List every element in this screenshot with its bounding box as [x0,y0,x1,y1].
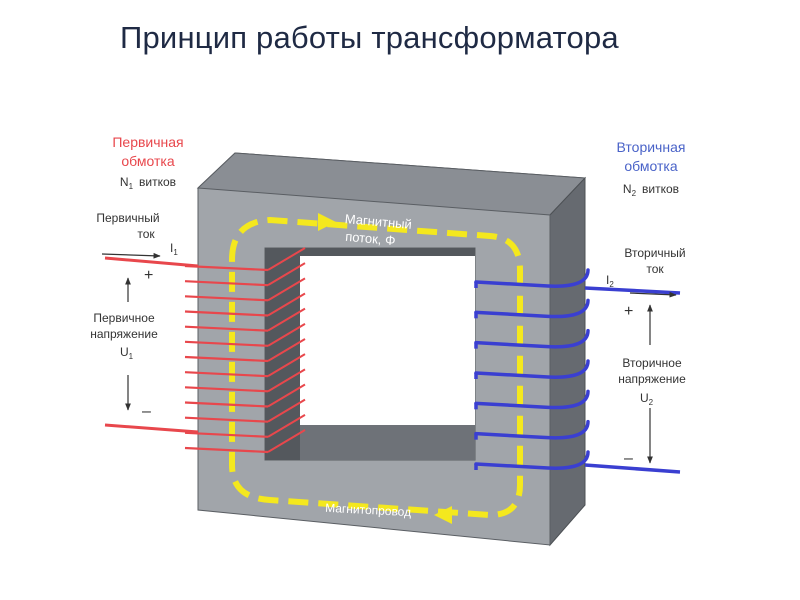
primary-turns-label: N1 витков [120,175,176,191]
primary-turn [184,416,269,423]
secondary-voltage-sym: U [640,391,649,405]
secondary-turn [474,419,590,440]
secondary-turn [474,298,590,319]
secondary-lead-bottom [584,463,681,474]
primary-turn [184,310,269,317]
secondary-current-label-line2: ток [646,262,664,276]
flux-label-line2: поток, Φ [345,229,396,248]
primary-current-sym: I [170,241,173,255]
flux-arrow-top [318,213,336,231]
primary-voltage-sub: 1 [129,352,134,361]
secondary-turn [474,268,590,288]
secondary-voltage-symbol: U2 [640,391,654,407]
primary-winding [184,247,306,454]
primary-voltage-symbol: U1 [120,345,134,361]
primary-turn [184,355,269,363]
secondary-winding [474,268,590,470]
secondary-current-sym: I [606,273,609,287]
primary-plus: + [144,267,153,284]
primary-lead-top [104,256,199,268]
core-label: Магнитопровод [325,501,412,519]
secondary-current-sub: 2 [609,280,614,289]
flux-arrow-bottom [434,506,452,524]
secondary-turns-n: N [623,182,632,196]
primary-winding-label-line1: Первичная [112,134,183,150]
secondary-turn [474,389,590,410]
core-window-shadow-bottom [300,425,475,460]
primary-turn-back [267,413,306,438]
secondary-current-label-line1: Вторичный [624,246,685,260]
secondary-voltage-sub: 2 [649,398,654,407]
primary-turn [184,386,269,393]
primary-turn-back [267,398,306,423]
core-side-face [549,176,586,547]
primary-voltage-label-line2: напряжение [90,327,158,341]
primary-turn [184,371,269,378]
secondary-winding-label-line2: обмотка [624,158,677,174]
secondary-voltage-label-line1: Вторичное [622,356,682,370]
primary-turn-back [267,338,306,362]
secondary-winding-label-line1: Вторичная [617,139,686,155]
primary-voltage-sym: U [120,345,129,359]
secondary-turn [474,328,590,349]
secondary-plus: + [624,303,633,320]
primary-turn-back [267,353,306,378]
primary-turn-back [267,262,306,287]
primary-turns-word: витков [139,175,176,189]
secondary-voltage-label-line2: напряжение [618,372,686,386]
primary-turn [184,340,269,347]
primary-turn [184,401,269,408]
core-window-opening [300,256,475,425]
primary-turn-back [267,277,306,302]
secondary-lead-top [584,286,681,295]
primary-turn-back [267,383,306,408]
primary-turn-back [267,292,306,317]
primary-voltage-label-line1: Первичное [93,311,155,325]
primary-current-sub: 1 [173,248,178,257]
primary-turns-sub: 1 [129,182,134,191]
primary-turn [184,325,269,332]
primary-current-label-line1: Первичный [96,211,159,225]
primary-current-arrow [101,252,161,259]
primary-turn-back [267,247,306,271]
primary-turn [184,280,269,287]
primary-turn [184,295,269,302]
primary-turn-back [267,307,306,332]
primary-current-label-line2: ток [137,227,155,241]
primary-turn [184,446,269,454]
primary-turn [184,264,269,272]
secondary-turns-sub: 2 [632,189,637,198]
primary-turn-back [267,429,306,453]
secondary-turn [474,450,590,470]
secondary-current-symbol: I2 [606,273,614,289]
secondary-turn [474,359,590,379]
magnetic-flux-loop [229,216,523,519]
primary-current-symbol: I1 [170,241,178,257]
primary-minus: – [142,403,151,420]
flux-label-line1: Магнитный [344,211,412,232]
core-window-shadow-left-top [265,248,475,460]
secondary-turns-label: N2 витков [623,182,679,198]
primary-turn-back [267,368,306,393]
secondary-turns-word: витков [642,182,679,196]
primary-lead-bottom [104,423,199,434]
primary-turn-back [267,322,306,347]
primary-turns-n: N [120,175,129,189]
slide-title: Принцип работы трансформатора [120,20,619,55]
secondary-current-arrow [629,291,677,298]
secondary-minus: – [624,450,633,467]
primary-winding-label-line2: обмотка [121,153,174,169]
primary-turn [184,431,269,438]
